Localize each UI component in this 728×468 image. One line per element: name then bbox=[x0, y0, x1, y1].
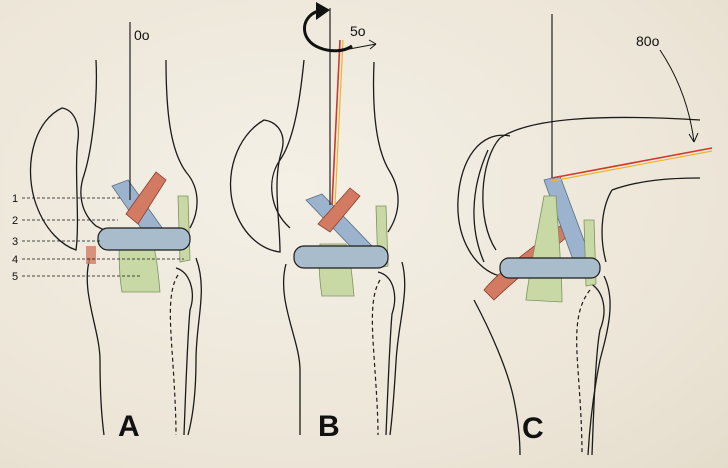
leader-label-4: 4 bbox=[12, 254, 18, 266]
rotation-arrow-icon bbox=[303, 2, 353, 53]
angle-label-a: 0o bbox=[134, 27, 150, 43]
panel-c: 80o C bbox=[457, 14, 713, 456]
angle-label-c: 80o bbox=[636, 33, 660, 49]
panel-label-c: C bbox=[522, 412, 544, 445]
panel-label-b: B bbox=[318, 410, 340, 443]
leader-label-2: 2 bbox=[12, 215, 18, 227]
leader-label-3: 3 bbox=[12, 236, 18, 248]
angle-label-b: 5o bbox=[350, 23, 366, 39]
panel-a: 0o 1 2 3 4 5 A bbox=[12, 22, 202, 443]
leader-label-5: 5 bbox=[12, 271, 18, 283]
leader-label-1: 1 bbox=[12, 193, 18, 205]
panel-b: 5o B bbox=[229, 2, 406, 443]
panel-label-a: A bbox=[118, 410, 140, 443]
